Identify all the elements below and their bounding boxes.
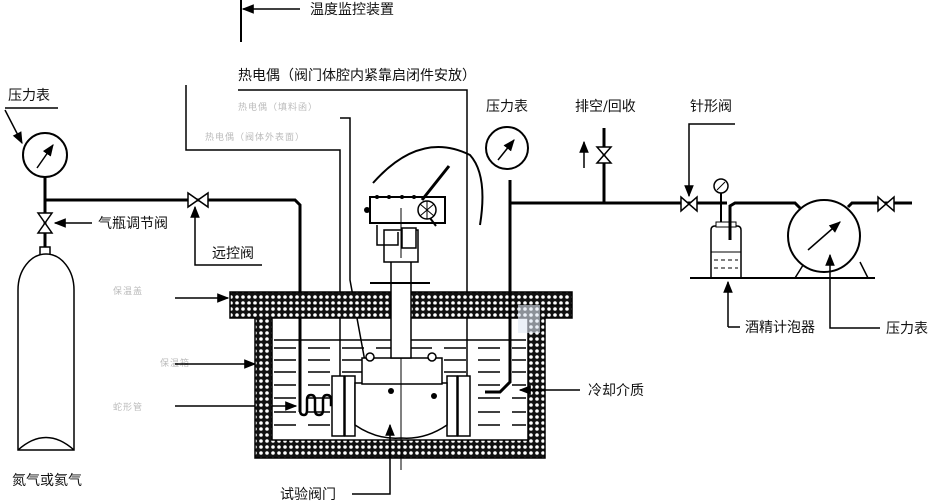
tank-part-callouts: 保温盖 保温箱 蛇形管 <box>113 285 298 413</box>
alcohol-bubbler-icon <box>710 178 802 279</box>
thermocouple-body-label: 热电偶（阀门体腔内紧靠启闭件安放） <box>238 68 476 84</box>
remote-valve-icon <box>187 191 209 209</box>
needle-valve-icon <box>680 195 698 213</box>
thermocouple-callouts: 热电偶（阀门体腔内紧靠启闭件安放） 热电偶（填料函） 热电偶（阀体外表面） <box>185 68 476 410</box>
temp-monitor-callout: 温度监控装置 <box>240 0 394 42</box>
thermocouple-seal-label: 热电偶（填料函） <box>238 101 318 113</box>
left-gas-supply: 压力表 气瓶调节阀 氮气或氦气 <box>4 88 168 489</box>
needle-valve-label: 针形阀 <box>690 99 732 115</box>
pressure-gauge-right-label: 压力表 <box>886 321 928 337</box>
cylinder-regulator-valve-label: 气瓶调节阀 <box>98 216 168 232</box>
test-valve-label: 试验阀门 <box>280 487 336 502</box>
thermocouple-outer-label: 热电偶（阀体外表面） <box>205 131 305 143</box>
pressure-gauge-mid-icon <box>485 126 529 170</box>
coil-icon <box>298 393 340 417</box>
insulation-cover-label: 保温盖 <box>113 285 143 297</box>
pressure-gauge-mid-label: 压力表 <box>486 99 528 115</box>
test-valve-callout: 试验阀门 <box>280 423 395 502</box>
gas-cylinder-label: 氮气或氦气 <box>12 473 82 489</box>
cooling-medium-label: 冷却介质 <box>588 383 644 399</box>
alcohol-bubbler-label: 酒精计泡器 <box>745 320 815 336</box>
pressure-gauge-left-icon <box>22 132 68 178</box>
vent-recovery-label: 排空/回收 <box>575 99 636 115</box>
temp-monitor-label: 温度监控装置 <box>310 2 394 18</box>
cylinder-regulator-valve-icon <box>36 212 54 234</box>
outlet-valve-icon <box>877 195 895 213</box>
test-valve-icon <box>331 257 471 470</box>
insulated-tank <box>229 291 573 459</box>
pressure-gauge-right-icon <box>787 199 912 279</box>
gas-cylinder-icon <box>17 246 75 451</box>
remote-valve-label: 远控阀 <box>212 246 254 262</box>
insulated-tank-label: 保温箱 <box>160 357 190 369</box>
actuator-icon <box>364 146 484 263</box>
pressure-gauge-left-label: 压力表 <box>8 88 50 104</box>
vent-valve-icon <box>595 146 613 164</box>
coil-label: 蛇形管 <box>113 401 143 413</box>
